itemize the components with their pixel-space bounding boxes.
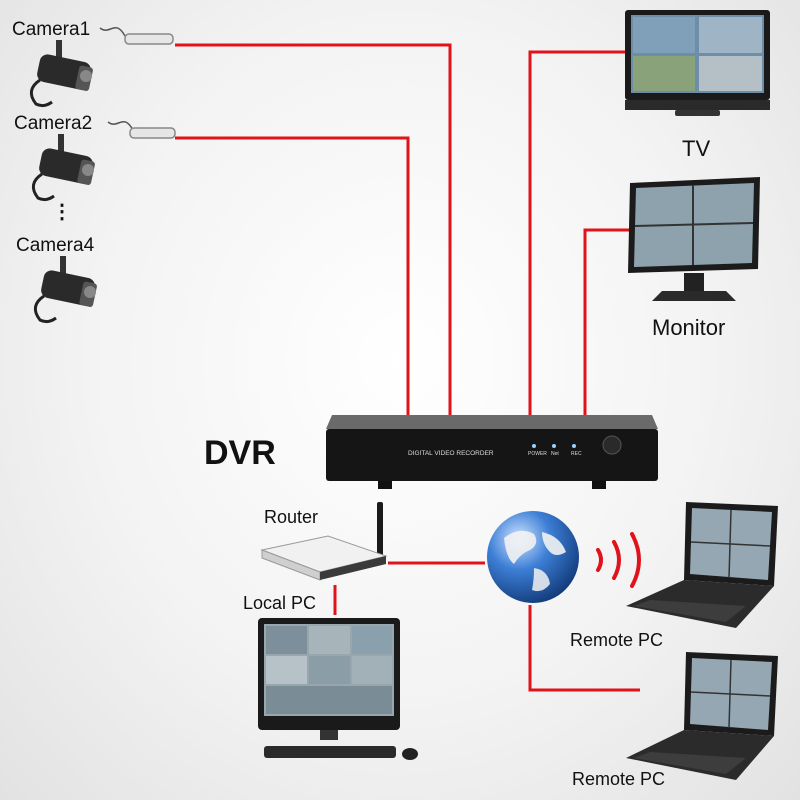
wire-dvr-monitor <box>583 228 630 415</box>
camera1-icon <box>29 40 93 108</box>
wire-dvr-tv <box>528 50 628 415</box>
router-icon <box>260 502 388 581</box>
local-pc-icon <box>258 618 418 760</box>
camera2-cable <box>107 120 176 139</box>
wire-camera1-dvr <box>175 43 452 415</box>
wireless-signal-icon <box>596 532 641 588</box>
remote-pc-2-label: Remote PC <box>572 769 666 789</box>
tv-label: TV <box>682 136 711 161</box>
dvr-led-rec-label: REC <box>571 451 582 457</box>
camera4-icon <box>33 256 97 324</box>
dvr-device <box>326 415 658 489</box>
camera2-icon <box>31 134 95 202</box>
router-label: Router <box>264 507 319 527</box>
dvr-panel-text: DIGITAL VIDEO RECORDER <box>408 450 494 457</box>
remote-pc-1-icon <box>626 502 778 628</box>
camera4-label: Camera4 <box>16 235 95 256</box>
tv-icon <box>625 10 770 116</box>
dvr-led-net-label: Net <box>551 451 559 457</box>
camera1-cable <box>99 26 174 45</box>
monitor-icon <box>628 177 760 301</box>
camera2-label: Camera2 <box>14 113 93 134</box>
wire-globe-remotepc2 <box>528 605 640 692</box>
wire-camera2-dvr <box>175 136 410 415</box>
monitor-label: Monitor <box>652 315 726 340</box>
dvr-label: DVR <box>204 434 276 472</box>
internet-globe-icon <box>487 511 579 603</box>
local-pc-label: Local PC <box>243 593 317 613</box>
dvr-led-power-label: POWER <box>528 451 547 457</box>
camera1-label: Camera1 <box>12 19 91 40</box>
remote-pc-2-icon <box>626 652 778 780</box>
remote-pc-1-label: Remote PC <box>570 630 664 650</box>
camera-ellipsis: ⋮ <box>52 201 72 223</box>
